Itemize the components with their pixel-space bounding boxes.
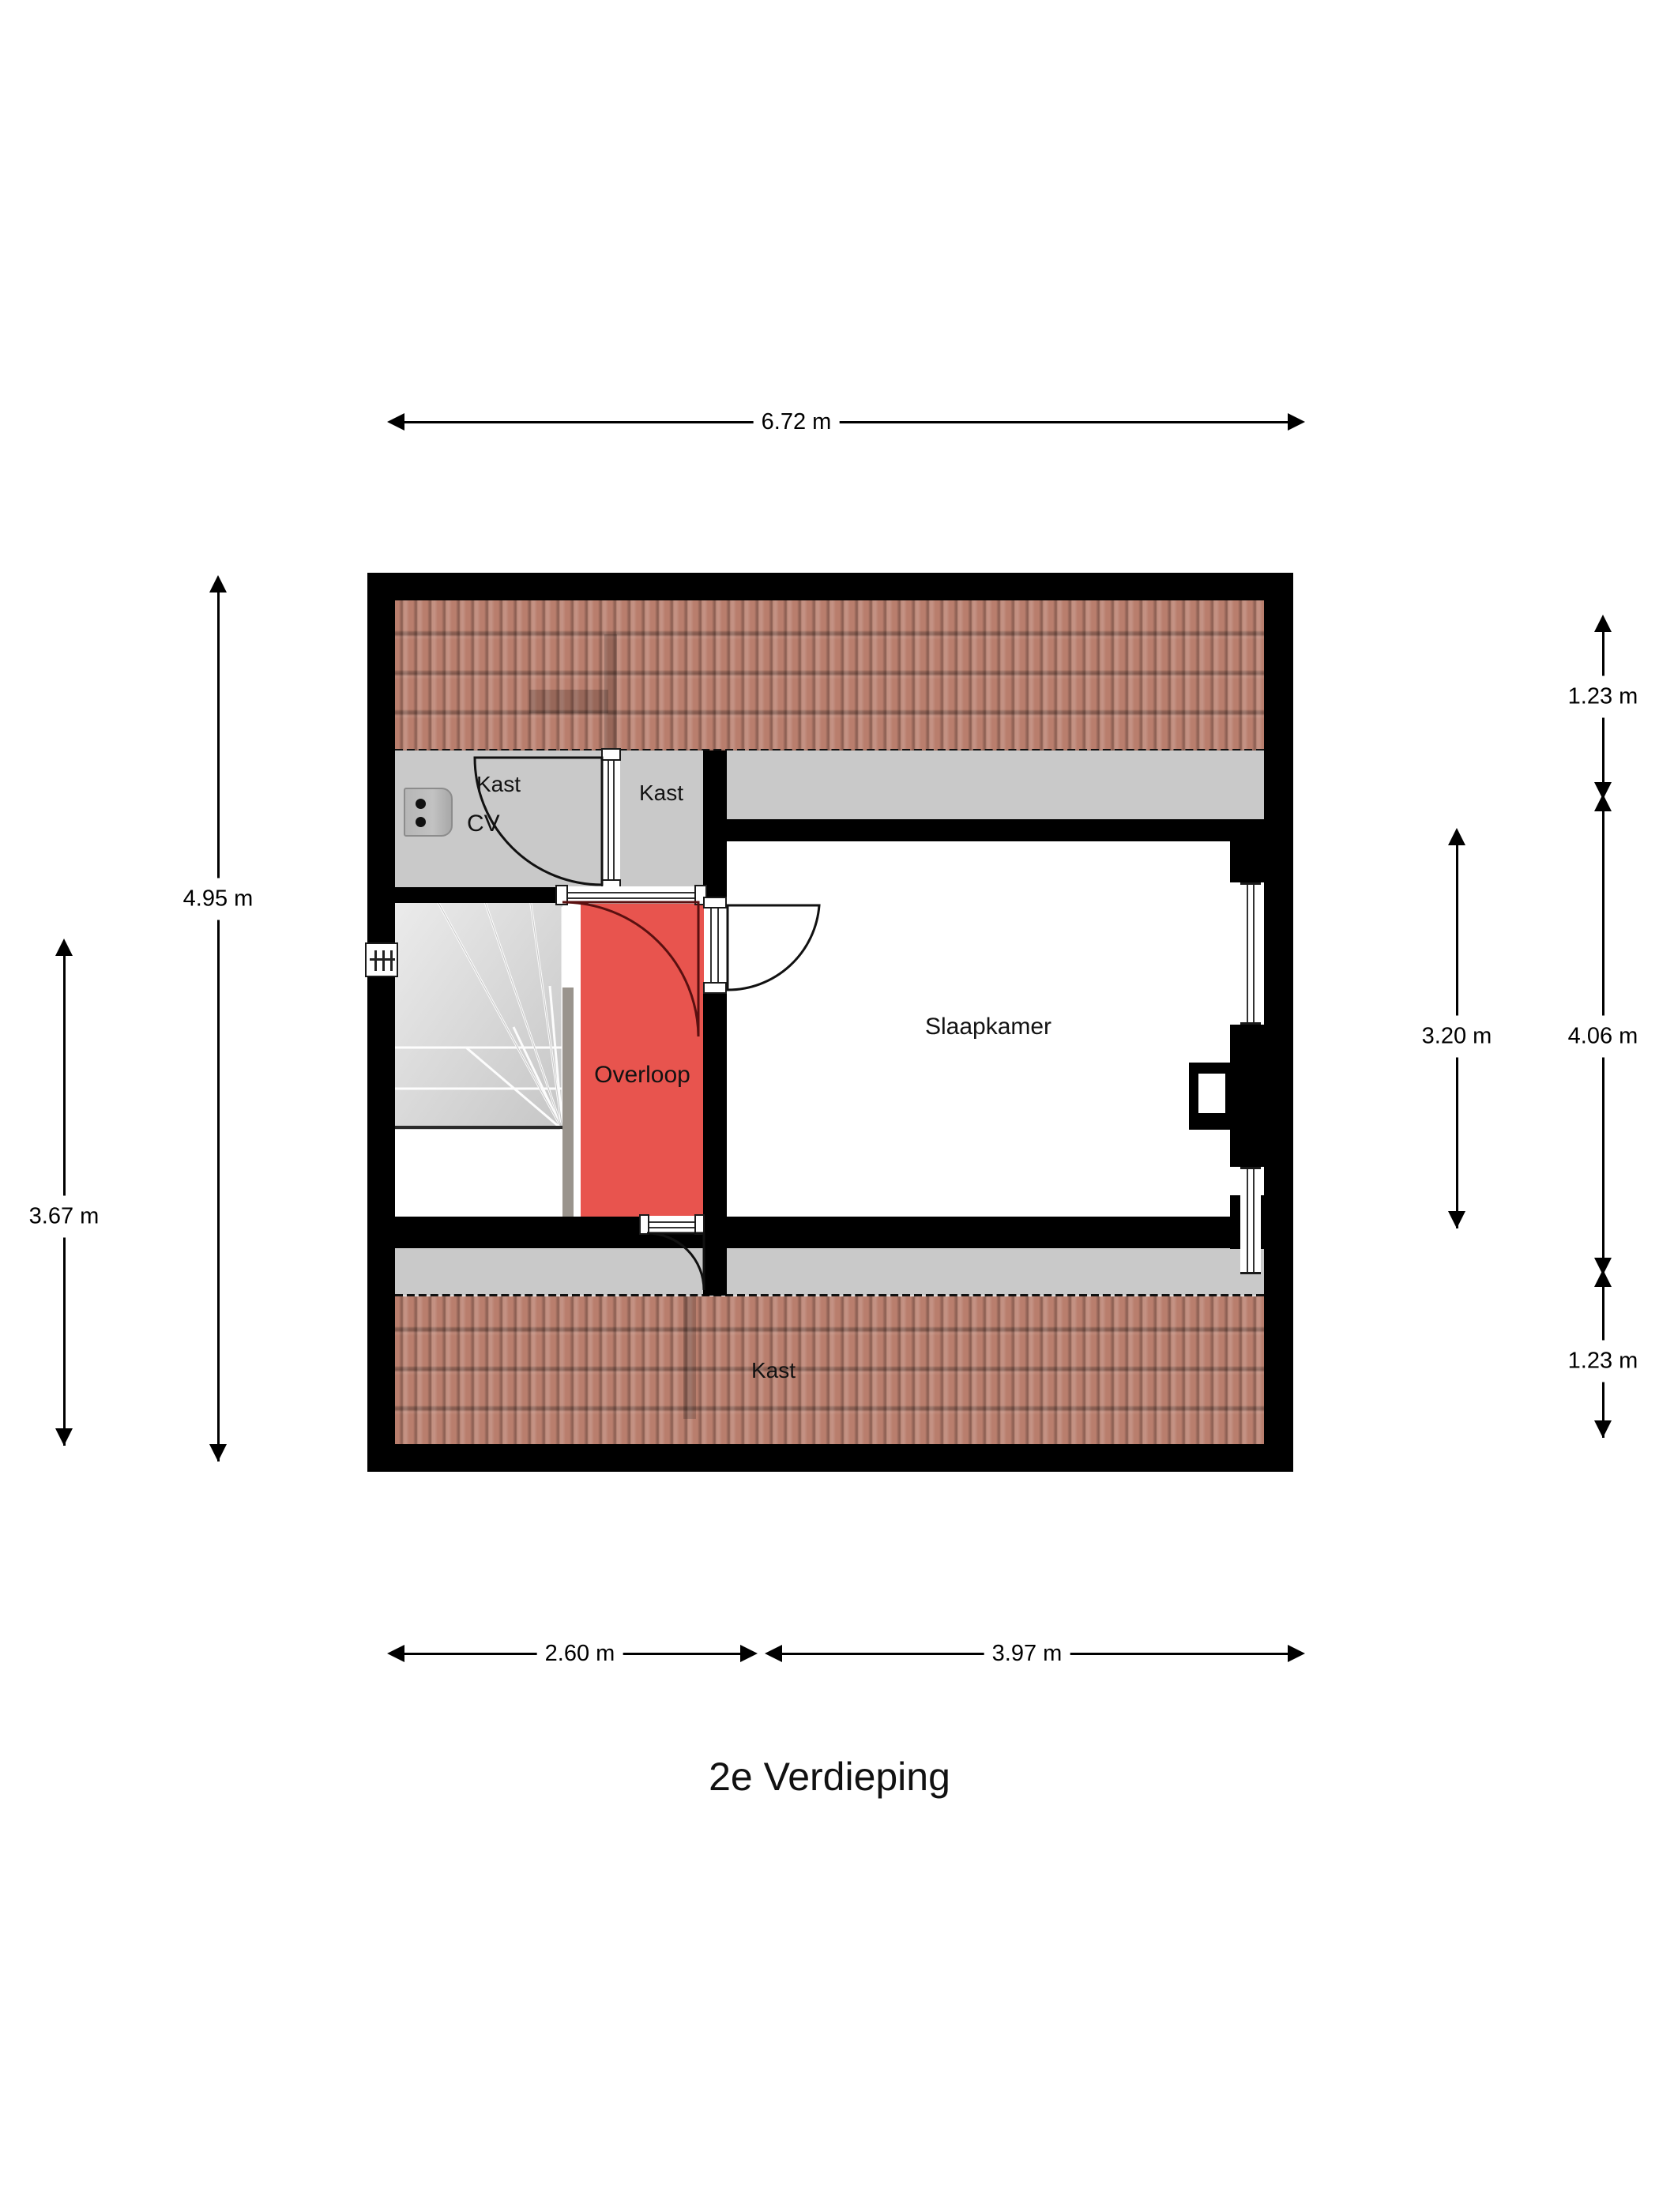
closet-floor-small bbox=[620, 750, 703, 889]
door-jamb-slaapkamer-bottom bbox=[703, 982, 727, 994]
exterior-wall-left-thick bbox=[367, 893, 395, 1217]
door-jamb-kast-bottom-left bbox=[639, 1214, 649, 1235]
fixture-label-cv: CV bbox=[467, 811, 500, 837]
page-title: 2e Verdieping bbox=[709, 1755, 950, 1799]
door-overloop-to-kast[interactable] bbox=[561, 886, 702, 904]
door-swing-kast-cv bbox=[473, 756, 604, 886]
roof-edge-dash-bottom bbox=[395, 1294, 1264, 1298]
room-label-kast-bottom: Kast bbox=[750, 1358, 796, 1382]
room-label-overloop: Overloop bbox=[594, 1062, 690, 1088]
roof-ridge-shadow-bottom bbox=[683, 1296, 696, 1419]
bedroom-floor bbox=[713, 841, 1266, 1217]
window-stairwell-left[interactable] bbox=[365, 942, 398, 977]
exterior-wall-top bbox=[367, 573, 1293, 600]
stair-landing-edge bbox=[395, 1126, 562, 1129]
chimney-block bbox=[1230, 1025, 1266, 1167]
roof-ridge-shadow-top-horizontal bbox=[529, 690, 608, 713]
dimension-right-bedroom-depth-label: 3.20 m bbox=[1418, 1015, 1495, 1058]
staircase bbox=[395, 893, 562, 1130]
stair-stringer bbox=[562, 988, 574, 1217]
dimension-bottom-left-span-label: 2.60 m bbox=[536, 1641, 623, 1667]
window-bedroom-right-upper[interactable] bbox=[1240, 882, 1261, 1025]
closet-floor-bottom-band bbox=[395, 1248, 1264, 1296]
roof-area-bottom bbox=[395, 1296, 1264, 1445]
door-overloop-to-kast-bottom[interactable] bbox=[644, 1216, 701, 1233]
door-kast-cv-to-kast-small[interactable] bbox=[602, 753, 620, 887]
door-swing-overloop-kast bbox=[562, 901, 700, 1037]
exterior-wall-right bbox=[1264, 573, 1293, 1472]
exterior-wall-right-pier-top bbox=[1230, 819, 1266, 882]
dimension-left-upper-depth-label: 4.95 m bbox=[179, 878, 257, 920]
door-jamb-overloop-kast-left bbox=[555, 885, 568, 905]
door-overloop-to-slaapkamer[interactable] bbox=[704, 903, 726, 986]
door-jamb-kast-divider-top bbox=[601, 748, 621, 761]
dimension-left-lower-depth-label: 3.67 m bbox=[25, 1195, 103, 1238]
floor-plan-drawing: Slaapkamer Overloop Kast Kast Kast CV bbox=[365, 573, 1293, 1472]
door-swing-slaapkamer bbox=[726, 904, 821, 991]
room-label-kast-cv: Kast bbox=[476, 772, 521, 796]
dimension-roof-top-depth-label: 1.23 m bbox=[1564, 675, 1642, 718]
dimension-bottom-right-span-label: 3.97 m bbox=[984, 1641, 1070, 1667]
dimension-roof-bottom-depth-label: 1.23 m bbox=[1564, 1340, 1642, 1382]
roof-ridge-shadow-top-vertical bbox=[604, 634, 617, 750]
dimension-overall-depth-label: 4.06 m bbox=[1564, 1015, 1642, 1058]
chimney-flue-void bbox=[1198, 1074, 1225, 1113]
door-jamb-slaapkamer-top bbox=[703, 897, 727, 908]
roof-area-top bbox=[395, 600, 1264, 750]
bedroom-eave-band-top bbox=[707, 750, 1264, 819]
exterior-wall-bottom bbox=[367, 1444, 1293, 1472]
dimension-top-overall-label: 6.72 m bbox=[753, 409, 840, 435]
door-swing-kast-bottom bbox=[646, 1232, 705, 1291]
room-label-kast-small: Kast bbox=[638, 781, 684, 805]
interior-wall-bedroom-top bbox=[707, 819, 1264, 841]
window-bedroom-right-lower[interactable] bbox=[1240, 1167, 1261, 1274]
overloop-floor-right bbox=[581, 893, 707, 1217]
cv-boiler-icon bbox=[404, 788, 453, 837]
room-label-slaapkamer: Slaapkamer bbox=[924, 1014, 1052, 1040]
interior-wall-bedroom-bottom bbox=[727, 1217, 1264, 1248]
